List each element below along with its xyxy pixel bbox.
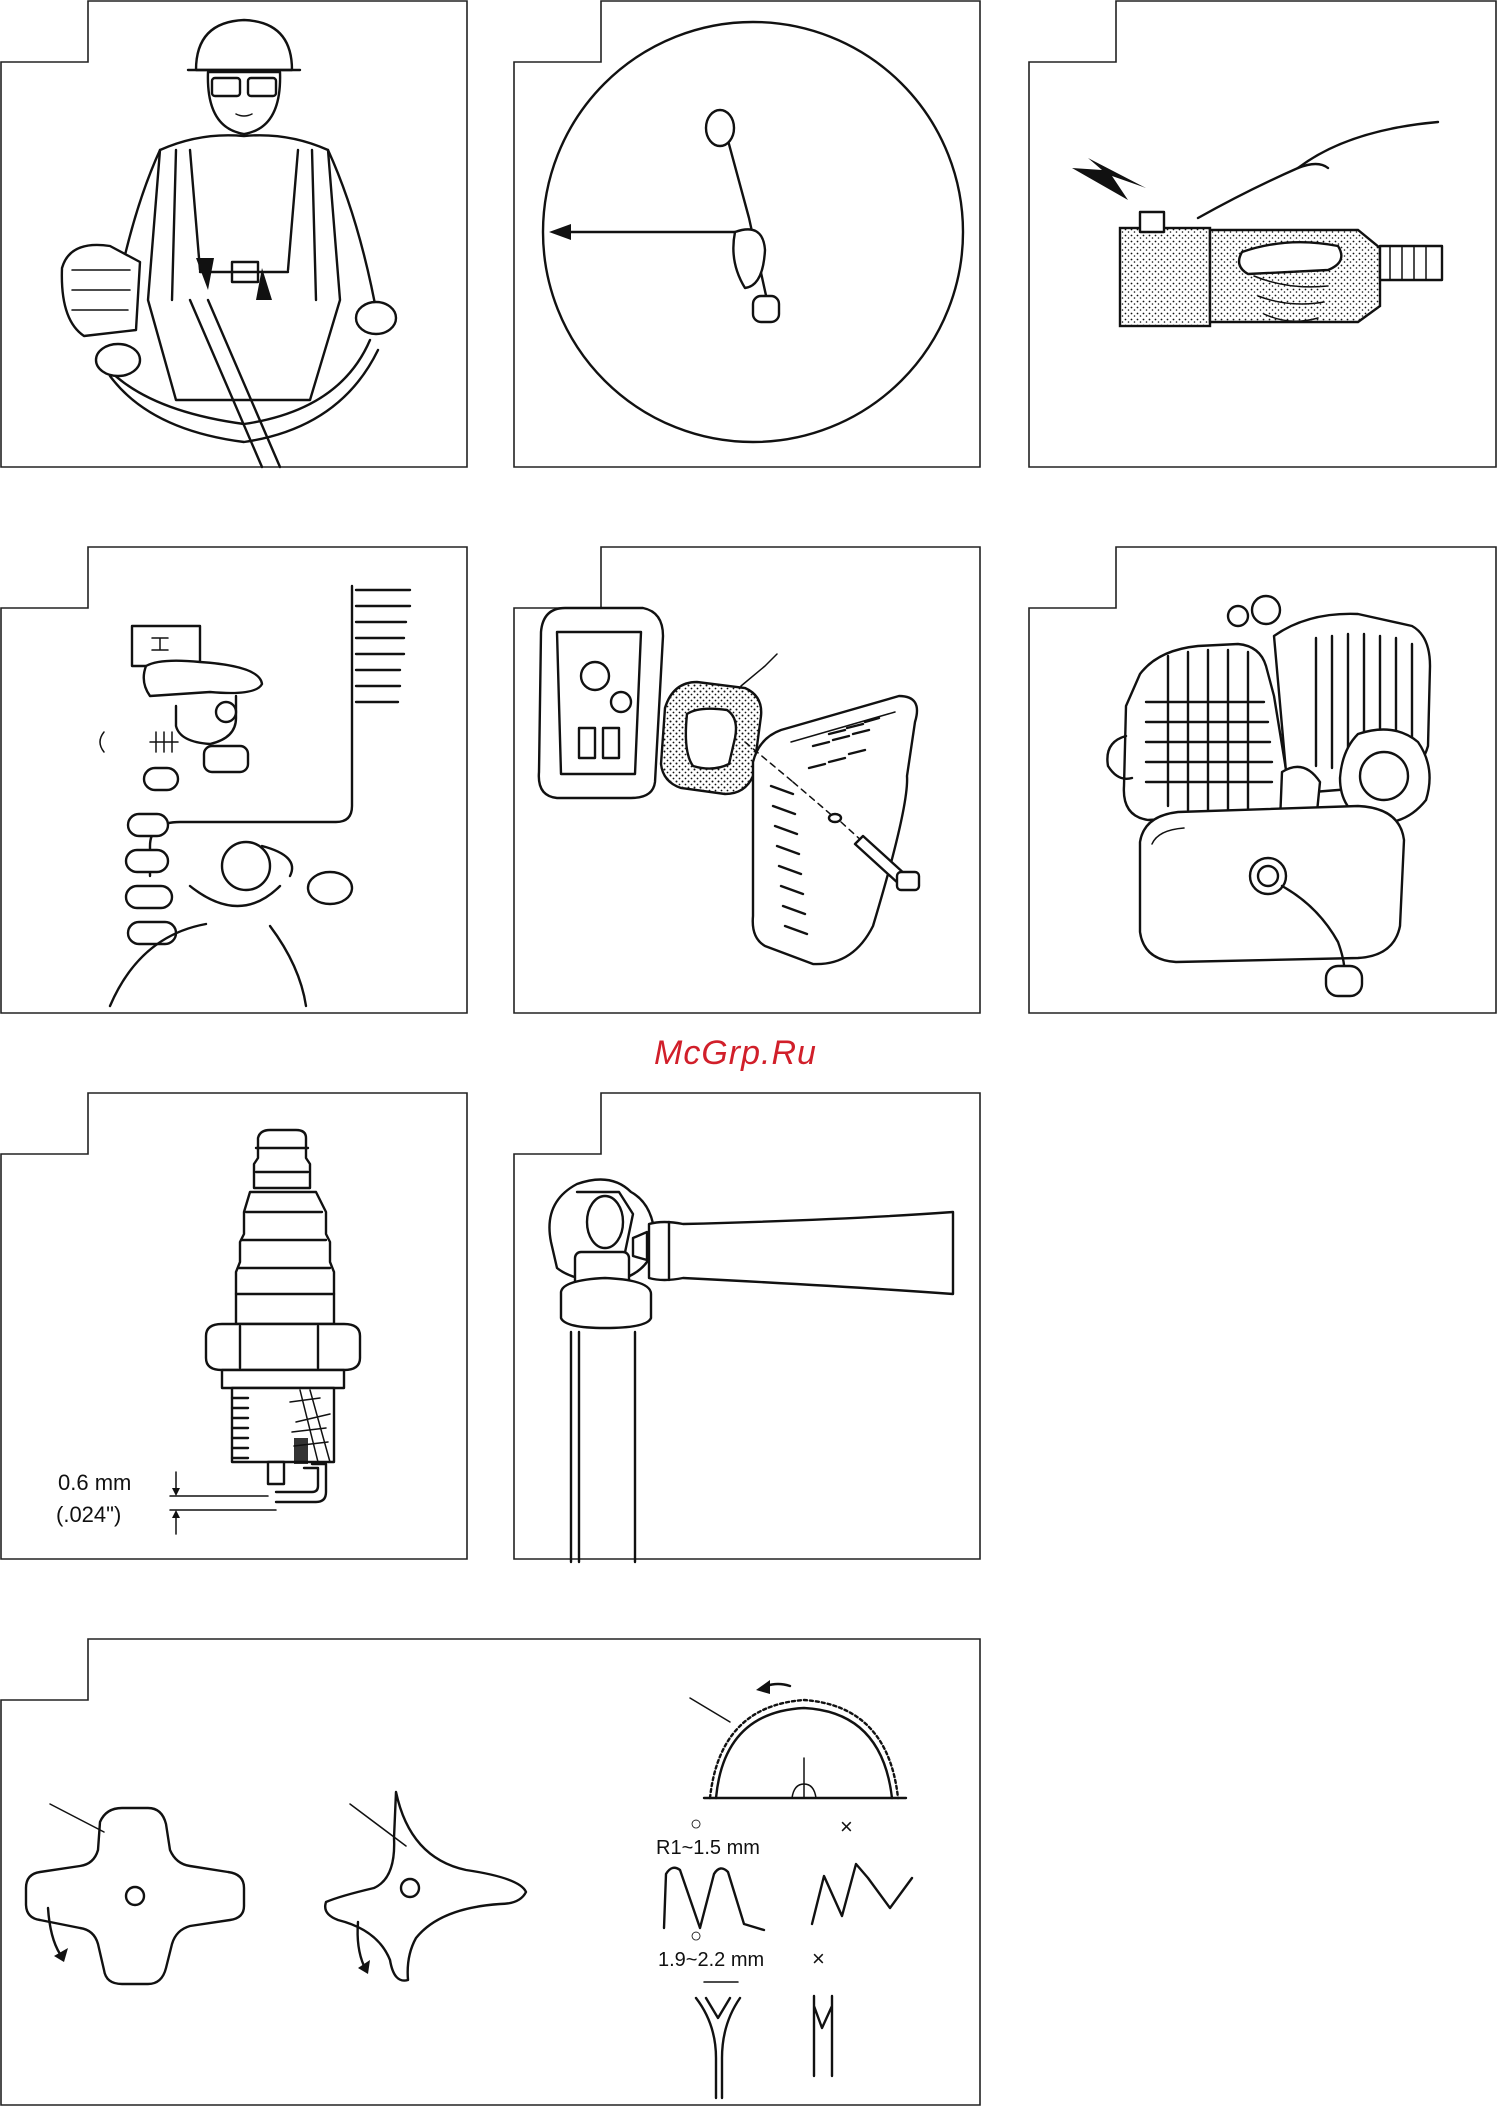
figure-working-radius	[513, 0, 982, 469]
spark-plug-drawing: 0.6 mm (.024")	[0, 1092, 469, 1561]
gap-mm-label: 0.6 mm	[58, 1470, 131, 1495]
watermark-text: McGrp.Ru	[654, 1034, 817, 1073]
choke-lever-drawing	[0, 546, 469, 1015]
figure-blade-sharpening: ○ R1~1.5 mm × ○ 1.9~2.2 mm ×	[0, 1638, 982, 2107]
radius-good-mark: ○	[690, 1813, 702, 1835]
gap-inch-label: (.024")	[56, 1502, 121, 1527]
gear-case-grease-drawing	[513, 1092, 982, 1561]
depth-bad-mark: ×	[812, 1946, 825, 1971]
radius-label: R1~1.5 mm	[656, 1837, 760, 1859]
radius-bad-mark: ×	[840, 1814, 853, 1839]
throttle-grip-drawing	[1028, 0, 1498, 469]
figure-harness-operator	[0, 0, 469, 469]
figure-gear-case-grease	[513, 1092, 982, 1561]
figure-spark-plug: 0.6 mm (.024")	[0, 1092, 469, 1561]
depth-good-mark: ○	[690, 1925, 702, 1947]
blade-sharpening-drawing: ○ R1~1.5 mm × ○ 1.9~2.2 mm ×	[0, 1638, 982, 2107]
air-filter-drawing	[513, 546, 982, 1015]
figure-air-filter	[513, 546, 982, 1015]
working-radius-drawing	[513, 0, 982, 469]
figure-engine-assembly	[1028, 546, 1498, 1015]
depth-label: 1.9~2.2 mm	[658, 1949, 764, 1971]
figure-choke-lever	[0, 546, 469, 1015]
harness-operator-drawing	[0, 0, 469, 469]
figure-throttle-grip	[1028, 0, 1498, 469]
engine-assembly-drawing	[1028, 546, 1498, 1015]
